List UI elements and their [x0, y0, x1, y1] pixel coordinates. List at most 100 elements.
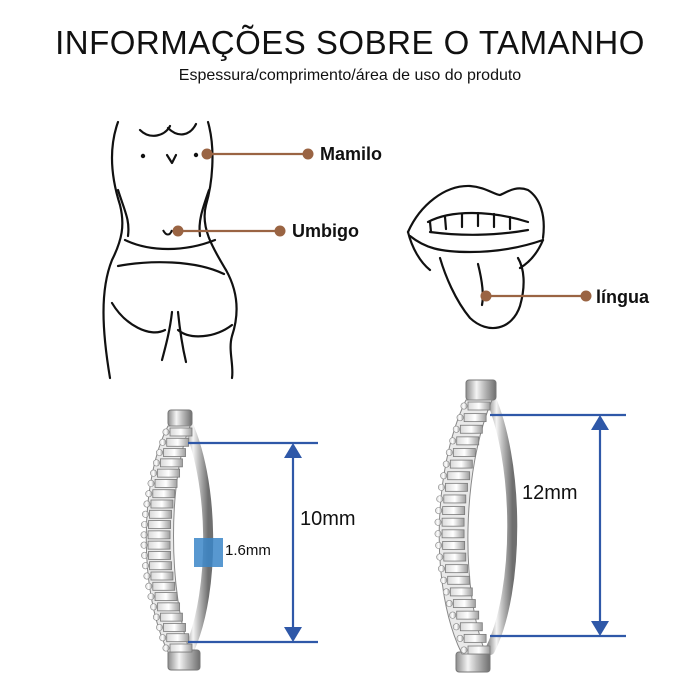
baguette-gem — [467, 645, 491, 655]
round-gem — [141, 521, 149, 529]
baguette-gem — [147, 530, 171, 540]
round-gem — [445, 600, 453, 608]
baguette-gem — [449, 587, 473, 597]
round-gem — [460, 402, 468, 410]
round-gem — [452, 623, 460, 631]
round-gem — [147, 593, 155, 601]
baguette-gem — [163, 448, 186, 457]
round-gem — [140, 531, 148, 539]
round-gem — [436, 553, 444, 561]
baguette-gem — [463, 633, 487, 643]
baguette-gem — [442, 506, 466, 515]
round-gem — [159, 438, 167, 446]
round-gem — [440, 576, 448, 584]
round-gem — [159, 634, 167, 642]
left-length-dimension — [188, 441, 318, 644]
baguette-gem — [148, 520, 171, 529]
left-piercing-gem-row — [140, 427, 193, 653]
round-gem — [143, 572, 151, 580]
baguette-gem — [148, 551, 171, 560]
round-gem — [434, 530, 442, 538]
baguette-gem — [445, 482, 468, 492]
round-gem — [437, 483, 445, 491]
left-curved-barbell-piercing — [140, 409, 214, 671]
round-gem — [437, 565, 445, 573]
tongue-callout-line — [480, 290, 592, 302]
round-gem — [442, 460, 450, 468]
round-gem — [150, 469, 158, 477]
round-gem — [142, 510, 150, 518]
baguette-gem — [163, 623, 186, 632]
nipple-label: Mamilo — [320, 144, 383, 164]
short-length-label: 10mm — [300, 508, 356, 530]
round-gem — [442, 588, 450, 596]
round-gem — [162, 428, 170, 436]
round-gem — [152, 613, 160, 621]
round-gem — [456, 634, 464, 642]
mouth-outline-drawing — [406, 184, 545, 329]
round-gem — [145, 582, 153, 590]
baguette-gem — [459, 424, 483, 434]
round-gem — [460, 646, 468, 654]
round-gem — [147, 479, 155, 487]
round-gem — [449, 611, 457, 619]
baguette-gem — [441, 517, 465, 527]
round-gem — [445, 448, 453, 456]
navel-callout-line — [172, 225, 286, 237]
baguette-gem — [160, 612, 183, 622]
baguette-gem — [150, 571, 174, 581]
round-gem — [436, 495, 444, 503]
baguette-gem — [449, 459, 473, 469]
thickness-label: 1.6mm — [225, 542, 271, 559]
page-title: INFORMAÇÕES SOBRE O TAMANHO — [55, 24, 645, 61]
round-gem — [145, 490, 153, 498]
round-gem — [141, 551, 149, 559]
baguette-gem — [149, 561, 172, 571]
baguette-gem — [452, 599, 476, 608]
round-gem — [440, 472, 448, 480]
right-length-dimension — [490, 413, 626, 638]
round-gem — [143, 500, 151, 508]
baguette-gem — [160, 458, 183, 468]
thickness-marker — [194, 538, 223, 567]
baguette-gem — [445, 564, 468, 574]
baguette-gem — [463, 413, 487, 423]
round-gem — [152, 459, 160, 467]
baguette-gem — [443, 552, 467, 562]
baguette-gem — [442, 541, 466, 550]
round-gem — [140, 541, 148, 549]
body-outline-drawing — [102, 120, 238, 380]
baguette-gem — [157, 468, 181, 478]
baguette-gem — [157, 602, 181, 612]
round-gem — [156, 623, 164, 631]
right-piercing-gem-row — [434, 401, 491, 655]
round-gem — [435, 541, 443, 549]
round-gem — [156, 449, 164, 457]
round-gem — [434, 518, 442, 526]
baguette-gem — [447, 575, 471, 585]
baguette-gem — [452, 448, 476, 457]
baguette-gem — [152, 581, 176, 591]
baguette-gem — [443, 494, 467, 504]
round-gem — [452, 425, 460, 433]
baguette-gem — [459, 622, 483, 632]
baguette-gem — [166, 633, 190, 643]
round-gem — [449, 437, 457, 445]
long-length-label: 12mm — [522, 482, 578, 504]
round-gem — [150, 603, 158, 611]
baguette-gem — [456, 436, 480, 446]
baguette-gem — [456, 610, 480, 620]
baguette-gem — [154, 592, 178, 601]
baguette-gem — [169, 643, 193, 653]
round-gem — [435, 507, 443, 515]
round-gem — [142, 562, 150, 570]
round-gem — [456, 414, 464, 422]
baguette-gem — [149, 509, 172, 519]
baguette-gem — [467, 401, 491, 411]
baguette-gem — [154, 479, 178, 488]
baguette-gem — [152, 489, 176, 499]
round-gem — [162, 644, 170, 652]
baguette-gem — [150, 499, 174, 509]
baguette-gem — [147, 540, 171, 550]
